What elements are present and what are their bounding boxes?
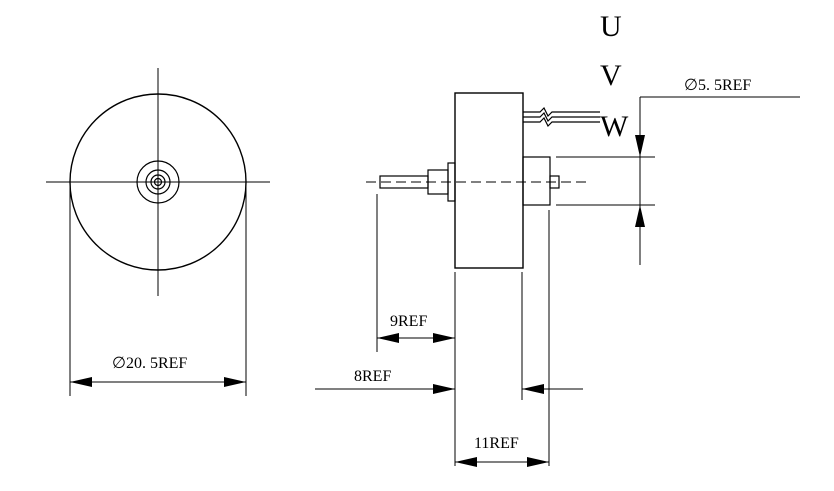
dim-9-label: 9REF: [390, 313, 427, 330]
dim-11-label: 11REF: [474, 435, 519, 452]
dim-9-arrow-left: [377, 333, 399, 343]
side-view-rear-boss: [522, 156, 551, 206]
side-view-body: [454, 92, 524, 269]
diameter-arrow-right: [224, 377, 246, 387]
front-view: ∅20. 5REF: [46, 68, 270, 396]
phase-label-u: U: [600, 10, 622, 43]
boss-arrow-top: [635, 135, 645, 157]
side-view: U V W ∅5. 5REF 9REF 8REF 11REF: [315, 10, 800, 467]
dim-8-arrow: [433, 384, 455, 394]
diameter-body-label: ∅20. 5REF: [112, 355, 187, 372]
lead-wires: [523, 106, 600, 128]
dim-8-label: 8REF: [354, 368, 391, 385]
diameter-boss-label: ∅5. 5REF: [684, 77, 751, 94]
dim-9-arrow-right: [433, 333, 455, 343]
dim-8-rear-arrow: [522, 384, 544, 394]
dim-11-arrow-left: [455, 457, 477, 467]
phase-label-v: V: [600, 59, 622, 92]
diameter-arrow-left: [70, 377, 92, 387]
dim-11-arrow-right: [527, 457, 549, 467]
boss-arrow-bottom: [635, 205, 645, 227]
phase-label-w: W: [600, 110, 629, 143]
